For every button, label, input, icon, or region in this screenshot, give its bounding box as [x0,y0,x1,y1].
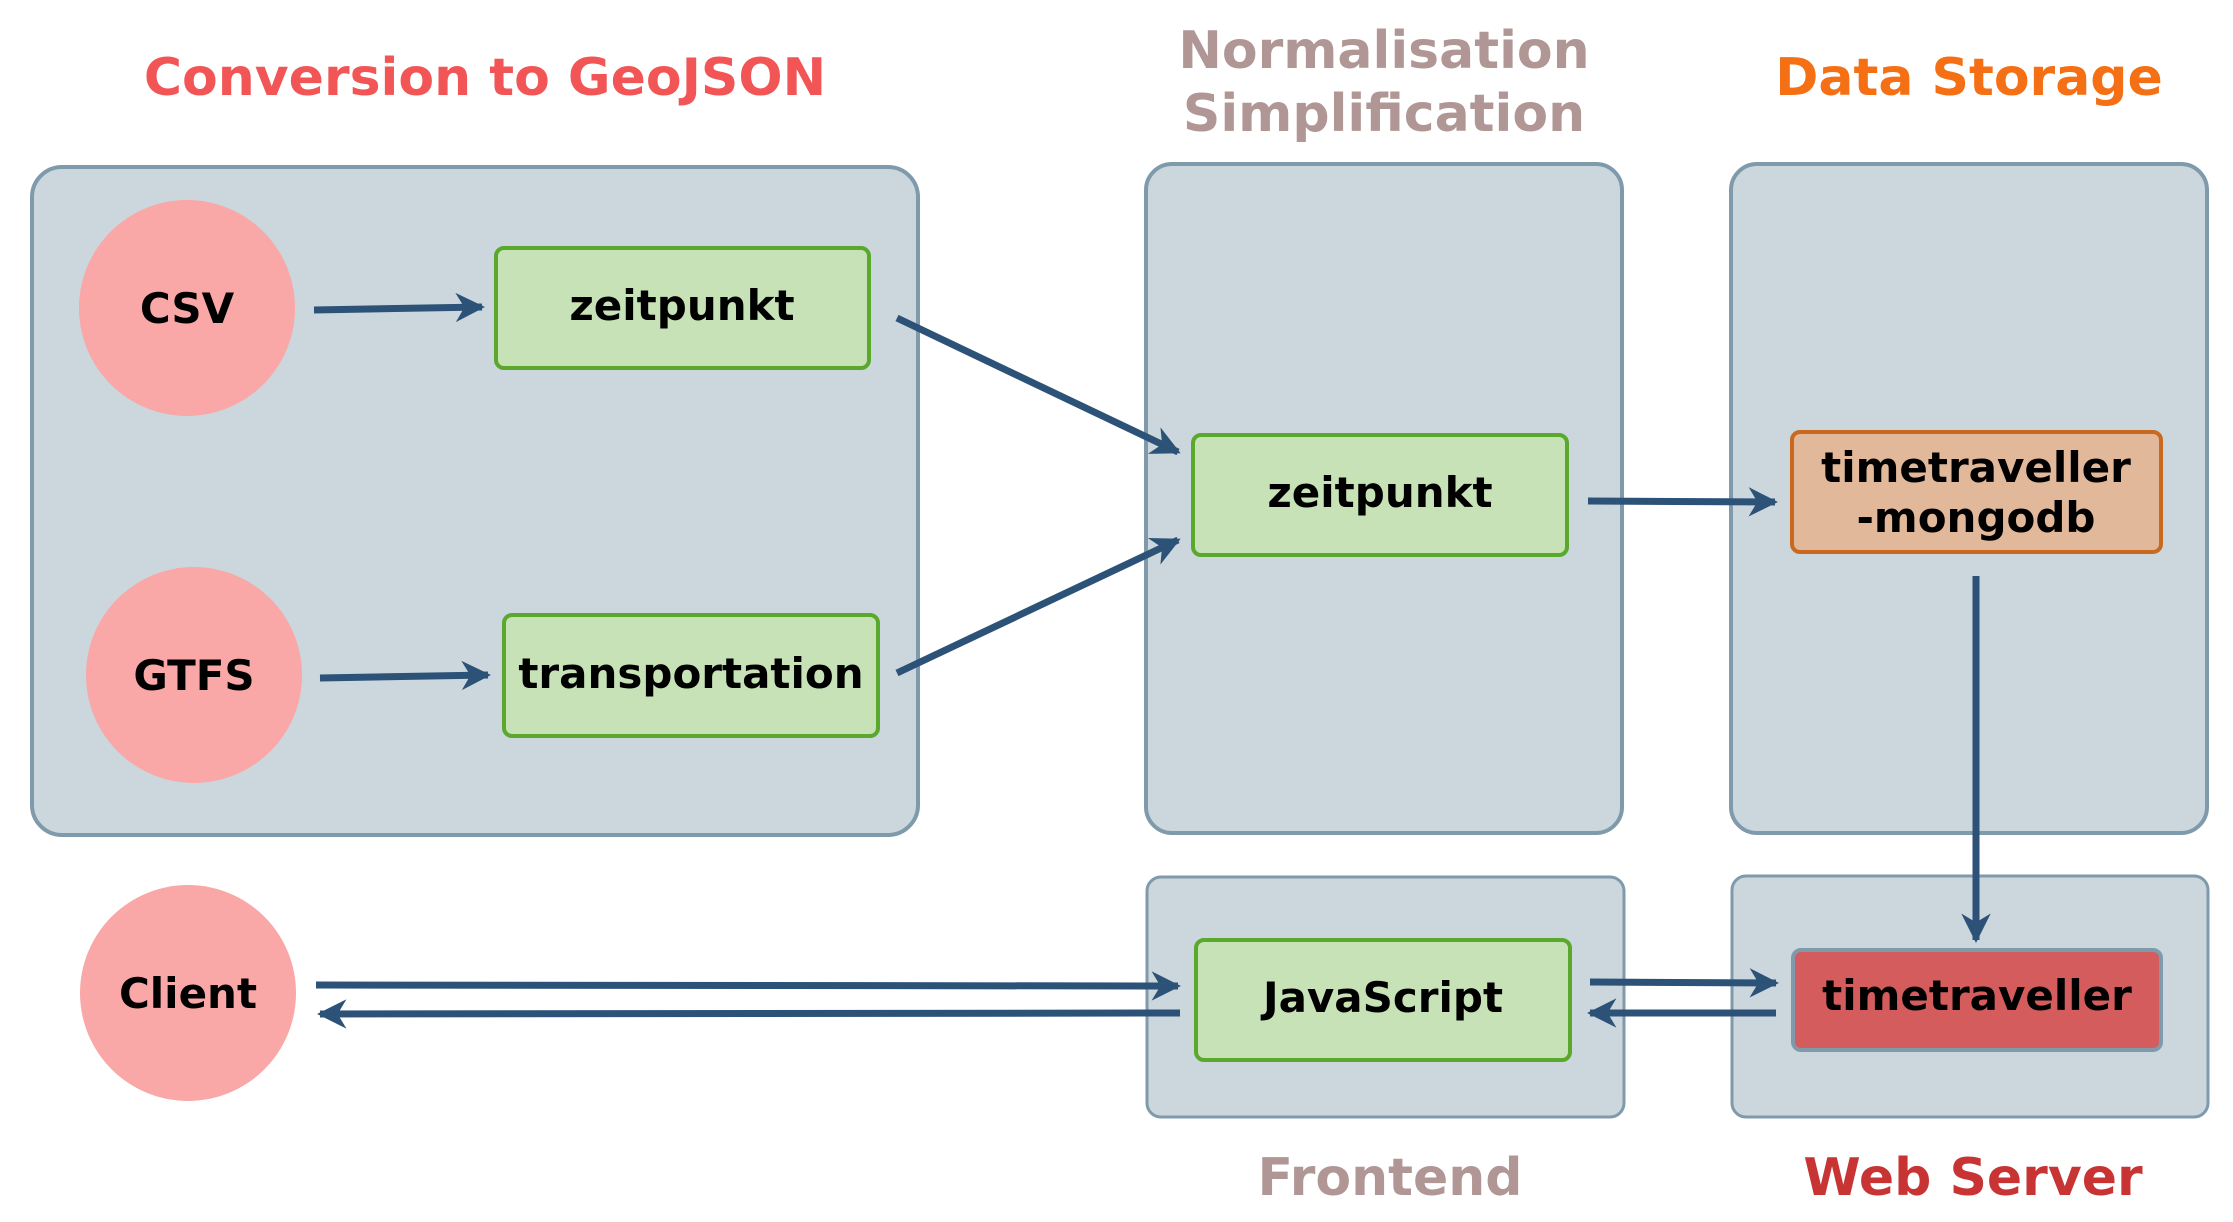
title-simplification: Simplification [1183,84,1585,144]
csv-source-circle [79,200,295,416]
zeitpunkt-normalise-node [1191,433,1569,557]
title-conversion: Conversion to GeoJSON [144,48,826,108]
title-normalisation: Normalisation [1178,21,1589,81]
title-webserver: Web Server [1803,1148,2143,1208]
arrow-normalise-to-mongodb [1587,487,1778,517]
javascript-label: JavaScript [1260,973,1503,1022]
arrow-csv-to-zeitpunkt [313,292,485,323]
javascript-node [1194,938,1572,1062]
arrow-zeitpunkt-to-normalise [895,314,1181,456]
transportation-label: transportation [518,649,863,698]
arrow-javascript-to-timetraveller [1589,968,1779,998]
title-storage: Data Storage [1775,48,2163,108]
timetraveller-node [1791,948,2163,1052]
arrow-gtfs-to-transportation [319,660,491,691]
arrow-transportation-to-normalise [895,536,1181,677]
zeitpunkt-normalise-label: zeitpunkt [1267,468,1492,517]
arrow-client-to-javascript [315,971,1181,1001]
mongodb-label-line1: timetraveller [1821,443,2131,492]
gtfs-source-circle [86,567,302,783]
zeitpunkt-convert-label: zeitpunkt [569,281,794,330]
client-label: Client [119,969,257,1018]
gtfs-source-label: GTFS [133,651,254,700]
client-circle [80,885,296,1101]
csv-source-label: CSV [140,284,235,333]
title-frontend: Frontend [1258,1148,1523,1208]
mongodb-label-line2: -mongodb [1857,493,2096,542]
mongodb-node [1790,430,2163,554]
transportation-node [502,613,880,738]
timetraveller-label: timetraveller [1822,971,2132,1020]
arrow-javascript-to-client [317,999,1181,1029]
zeitpunkt-convert-node [494,246,871,370]
